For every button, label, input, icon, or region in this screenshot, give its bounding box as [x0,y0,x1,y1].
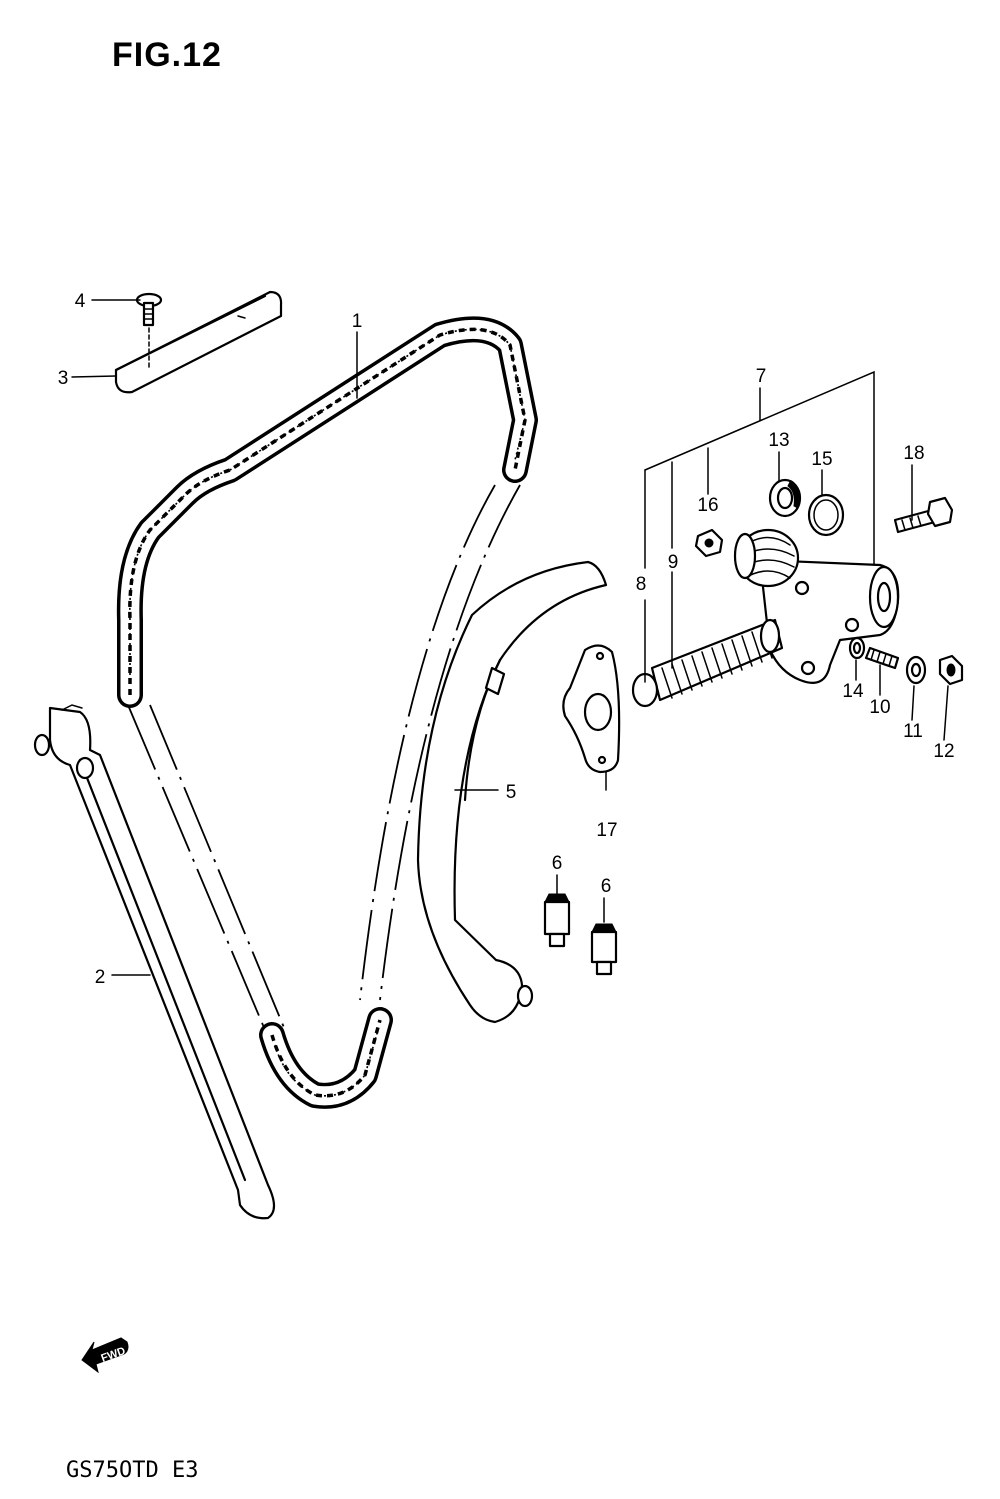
callout-16: 16 [697,495,718,516]
callout-1: 1 [352,311,363,332]
figure-title: FIG.12 [112,36,222,74]
callout-13: 13 [768,430,789,451]
tensioner-assembly [733,528,900,684]
cam-chain [116,316,538,1109]
callout-9: 9 [668,552,679,573]
callout-labels: 1 2 3 4 5 6 6 7 8 9 10 11 12 13 14 15 16… [58,291,955,988]
callout-2: 2 [95,967,106,988]
guide-pin-2 [590,923,618,976]
callout-6b: 6 [601,876,612,897]
nut-16 [694,528,724,558]
fwd-arrow-icon: FWD [81,1337,129,1374]
pushrod-spring [631,618,784,708]
stud-10 [864,646,900,670]
chain-guide-top [114,290,283,394]
callout-11: 11 [903,721,923,742]
callout-15: 15 [811,449,832,470]
callout-12: 12 [933,741,954,762]
callout-3: 3 [58,368,69,389]
tensioner-arm [416,560,608,1024]
callout-6a: 6 [552,853,563,874]
callout-10: 10 [869,697,890,718]
bolt-18 [893,496,954,534]
washer-14 [848,636,866,660]
model-code: GS75OTD E3 [66,1458,199,1483]
oil-seal-13 [768,478,802,518]
guide-pin-1 [543,893,571,948]
callout-5: 5 [506,782,517,803]
washer-11 [905,655,927,685]
guide-screw [135,292,163,371]
callout-7: 7 [756,366,767,387]
chain-guide-front [33,704,276,1220]
callout-17: 17 [596,820,617,841]
callout-8: 8 [636,574,647,595]
callout-18: 18 [903,443,924,464]
callout-14: 14 [842,681,864,702]
tensioner-gasket [562,644,621,774]
leader-lines [71,299,949,976]
nut-12 [938,654,964,686]
o-ring-15 [807,493,845,537]
callout-4: 4 [75,291,86,312]
